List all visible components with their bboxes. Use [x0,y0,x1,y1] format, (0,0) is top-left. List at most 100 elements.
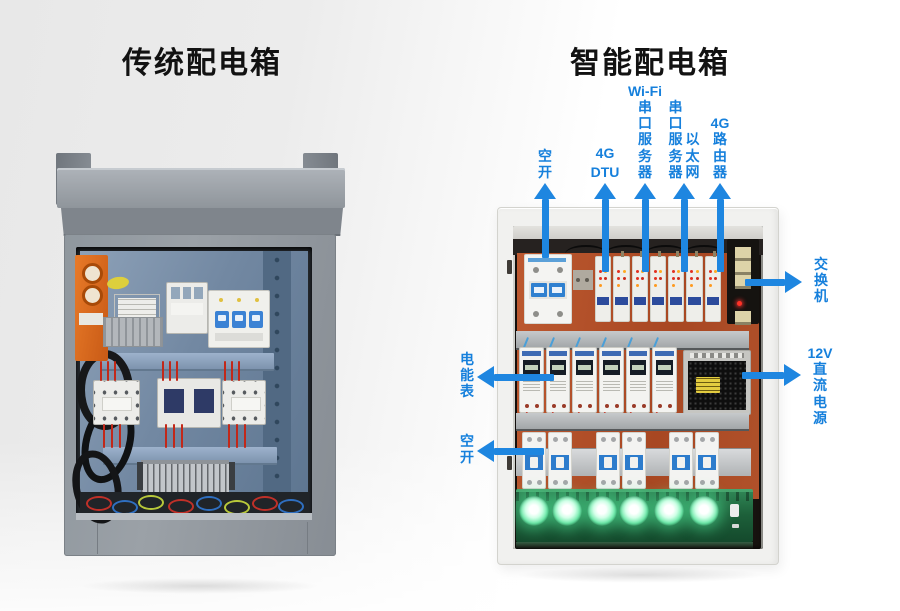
energy-meter [572,347,598,413]
antenna-cable [645,245,687,263]
callout-serial-server-ethernet: 串口服务器 以太网 [644,76,724,180]
status-led [737,301,742,306]
callout-wifi-serial-server: Wi-Fi 串口服务器 [605,76,685,180]
wire [86,496,112,511]
meter-lcd [603,360,620,375]
wire [169,361,171,381]
panel-seam [307,522,308,554]
callout-energy-meter: 电能表 [452,351,482,400]
dual-contactor [157,378,221,428]
ethernet-port [735,261,751,275]
callout-label: 12V [807,345,833,361]
wire [231,361,233,381]
energy-meter [545,347,571,413]
wire [114,361,116,381]
wire [244,424,246,448]
wire [168,499,194,514]
wire [181,424,183,448]
arrow-right-icon [742,364,801,386]
traditional-box-photo [53,150,347,580]
right-title: 智能配电箱 [570,47,730,80]
orange-power-device [75,255,108,361]
breaker-toggle [672,455,690,470]
branch-breaker-group [522,432,572,489]
callout-label: DTU [590,163,620,180]
branch-breaker [622,432,646,489]
callout-label: 串口服务器 [638,98,652,180]
dial-knob [82,285,103,306]
bar-marking [732,524,739,528]
arrow-right-icon [745,271,802,293]
module-row [595,251,721,322]
wire [173,424,175,448]
module-label [633,297,646,305]
arrow-up-icon [594,183,616,272]
breaker-toggle [551,455,569,470]
hinge [507,456,512,470]
branch-breaker [596,432,620,489]
module-label [688,297,701,305]
door-opening [513,226,763,549]
contactor [93,380,140,425]
breaker-toggle [698,455,716,470]
module-label [706,297,719,305]
callout-12v-dc-power: 12V 直流电源 [800,345,840,426]
branch-breaker [695,432,719,489]
branch-breaker-group [596,432,646,489]
wire [238,361,240,381]
branch-breaker [548,432,572,489]
branch-breaker-group [669,432,719,489]
hinge [507,260,512,274]
green-indicator-light [619,496,649,526]
ethernet-port [735,247,751,261]
inner-top-strip [513,226,763,239]
din-module [686,251,703,322]
power-supply-12v [683,350,751,415]
module-label [615,297,628,305]
bar-marking [730,504,739,517]
wire [138,495,164,510]
wire [103,424,105,448]
arrow-left-icon [477,440,544,462]
meter-lcd [629,360,647,375]
wire [165,424,167,448]
contactor [222,380,266,425]
psu-label [694,375,722,395]
module-label [597,297,610,305]
terminal-strip [103,317,163,347]
arrow-left-icon [477,366,554,388]
din-rail [573,270,593,290]
meter-lcd [656,360,674,375]
branch-breaker [669,432,693,489]
meter-lcd [549,360,567,375]
wire [252,496,278,511]
din-module [649,251,667,322]
wire [119,424,121,448]
callout-label: 空开 [460,433,474,466]
callout-label: Wi-Fi [627,82,663,99]
din-module [613,251,630,322]
green-glow [516,542,753,549]
wire [236,424,238,448]
wire [228,424,230,448]
antenna-cable [605,245,647,263]
strip-endcap [137,462,143,490]
energy-meter [625,347,651,413]
device-label [79,313,103,325]
strip-endcap [229,462,235,490]
bottom-wiring-area [80,492,309,516]
callout-label: 4G [595,144,615,161]
callout-label: 直流电源 [813,361,827,426]
green-indicator-light [552,496,582,526]
ethernet-port [735,311,751,325]
wire [196,496,222,511]
callout-label: 路由器 [713,131,727,180]
mounting-rail [100,353,274,371]
module-label [651,297,665,305]
left-title: 传统配电箱 [122,47,282,80]
arrow-up-icon [534,183,556,258]
callout-4g-dtu: 4G DTU [565,76,645,180]
main-air-switch-breaker [524,254,572,324]
din-module [704,251,721,322]
